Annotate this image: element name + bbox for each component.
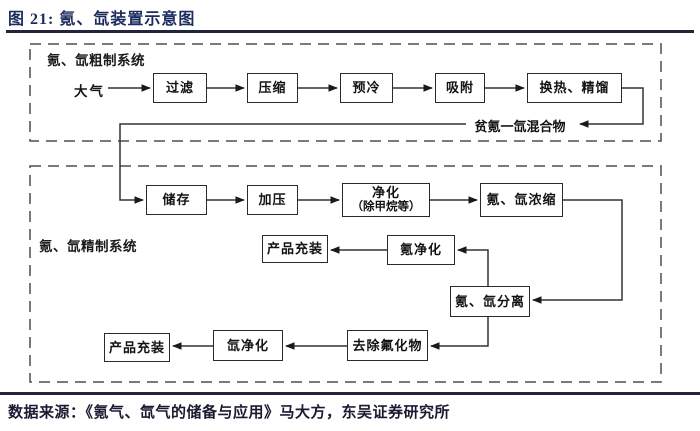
- node-precool: 预冷: [340, 73, 393, 103]
- footer-divider: [0, 392, 700, 395]
- node-remove-fluoride: 去除氟化物: [347, 330, 428, 361]
- node-separate: 氪、氙分离: [450, 286, 530, 317]
- node-heat-distill: 换热、精馏: [527, 73, 622, 103]
- feedback-label-lean-mixture: 贫氪一氙混合物: [474, 119, 566, 134]
- section-label-crude: 氪、氙粗制系统: [47, 53, 145, 68]
- crude-system-boundary: [29, 43, 662, 142]
- node-concentrate: 氪、氙浓缩: [480, 183, 563, 217]
- node-store: 储存: [146, 185, 207, 215]
- node-filter: 过滤: [153, 73, 207, 103]
- flow-arrows: [108, 84, 644, 350]
- title-divider: [6, 30, 694, 33]
- refined-system-boundary: [29, 165, 662, 383]
- node-kr-purify: 氪净化: [387, 235, 455, 265]
- node-adsorb: 吸附: [435, 73, 485, 103]
- figure-title: 图 21: 氪、氙装置示意图: [8, 11, 196, 28]
- node-xe-purify: 氙净化: [213, 330, 283, 361]
- section-label-refined: 氪、氙精制系统: [39, 239, 137, 254]
- node-product-fill-kr: 产品充装: [262, 235, 328, 263]
- node-purify-line2: （除甲烷等）: [351, 200, 421, 213]
- node-product-fill-xe: 产品充装: [104, 333, 170, 362]
- node-pressurize: 加压: [247, 185, 298, 215]
- node-purify: 净化 （除甲烷等）: [342, 183, 430, 217]
- node-compress: 压缩: [247, 73, 298, 103]
- source-note: 数据来源：《氪气、氙气的储备与应用》马大方，东吴证券研究所: [8, 405, 451, 421]
- node-purify-line1: 净化: [371, 185, 400, 201]
- input-label-atmosphere: 大气: [74, 84, 105, 99]
